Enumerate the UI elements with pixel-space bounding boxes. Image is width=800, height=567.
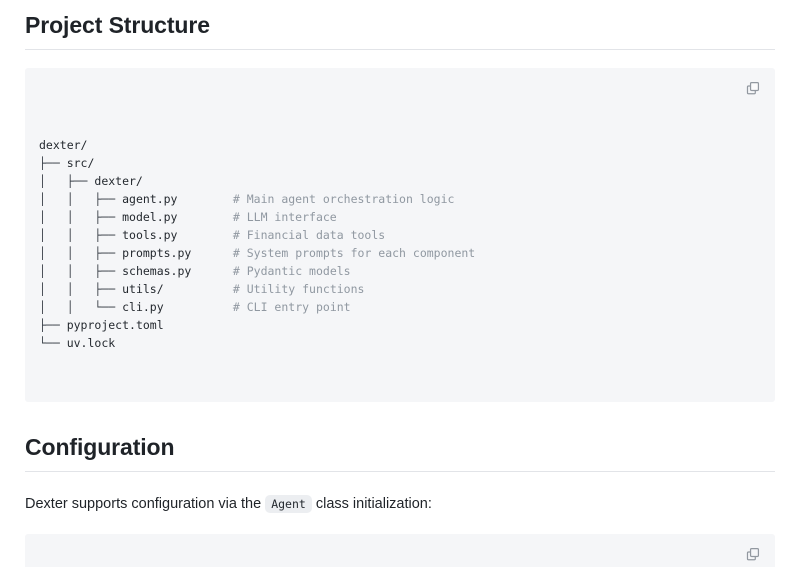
code-padding	[191, 246, 233, 260]
code-block-project-structure: dexter/├── src/│ ├── dexter/│ │ ├── agen…	[25, 67, 775, 402]
code-padding	[177, 192, 232, 206]
code-block-configuration: from dexter.agent import Agent agent = A…	[25, 533, 775, 567]
code-line: dexter/	[39, 136, 759, 154]
heading-divider	[25, 470, 775, 472]
code-line: │ │ ├── prompts.py # System prompts for …	[39, 244, 759, 262]
tree-branch-glyph: ├──	[39, 317, 67, 332]
tree-node-name: utils/	[122, 281, 164, 296]
copy-icon[interactable]	[742, 543, 764, 565]
tree-branch-glyph: │ │ ├──	[39, 245, 123, 260]
tree-node-name: src/	[66, 155, 95, 170]
tree-node-name: uv.lock	[66, 335, 116, 350]
tree-branch-glyph: │ │ ├──	[39, 209, 123, 224]
tree-node-name: tools.py	[122, 227, 178, 242]
tree-node-name: pyproject.toml	[66, 317, 164, 332]
section-spacer	[25, 402, 775, 422]
page-title: Project Structure	[25, 12, 210, 38]
inline-code-agent: Agent	[265, 494, 312, 513]
tree-node-name: dexter/	[94, 173, 143, 188]
tree-node-name: cli.py	[122, 299, 164, 314]
code-comment: # LLM interface	[232, 209, 337, 224]
code-padding	[191, 264, 233, 278]
code-line: │ ├── dexter/	[39, 172, 759, 190]
configuration-description: Dexter supports configuration via the Ag…	[25, 472, 775, 516]
description-text-after: class initialization:	[311, 495, 432, 512]
tree-node-name: model.py	[122, 209, 178, 224]
tree-branch-glyph: │ │ ├──	[39, 281, 123, 296]
code-line: │ │ ├── model.py # LLM interface	[39, 208, 759, 226]
code-comment: # Main agent orchestration logic	[232, 191, 455, 206]
code-comment: # CLI entry point	[232, 299, 351, 314]
code-line: ├── pyproject.toml	[39, 316, 759, 334]
tree-branch-glyph: │ ├──	[39, 173, 95, 188]
tree-branch-glyph: ├──	[39, 155, 67, 170]
code-comment: # Pydantic models	[232, 263, 351, 278]
tree-branch-glyph: │ │ ├──	[39, 191, 123, 206]
tree-node-name: schemas.py	[122, 263, 192, 278]
section-title-configuration: Configuration	[25, 433, 175, 460]
code-comment: # System prompts for each component	[232, 245, 476, 260]
code-comment: # Utility functions	[232, 281, 365, 296]
code-padding	[164, 300, 233, 314]
code-padding	[177, 228, 232, 242]
code-padding	[164, 282, 233, 296]
code-line: ├── src/	[39, 154, 759, 172]
code-line: │ │ ├── tools.py # Financial data tools	[39, 226, 759, 244]
tree-branch-glyph: │ │ ├──	[39, 263, 123, 278]
tree-branch-glyph: │ │ ├──	[39, 227, 123, 242]
tree-node-name: prompts.py	[122, 245, 192, 260]
tree-node-name: dexter/	[39, 137, 88, 152]
code-line: │ │ └── cli.py # CLI entry point	[39, 298, 759, 316]
code-line: │ │ ├── utils/ # Utility functions	[39, 280, 759, 298]
code-line: └── uv.lock	[39, 334, 759, 352]
tree-branch-glyph: │ │ └──	[39, 299, 123, 314]
copy-icon[interactable]	[742, 77, 764, 99]
code-line: │ │ ├── agent.py # Main agent orchestrat…	[39, 190, 759, 208]
code-comment: # Financial data tools	[232, 227, 386, 242]
tree-branch-glyph: └──	[39, 335, 67, 350]
code-padding	[177, 210, 232, 224]
tree-node-name: agent.py	[122, 191, 178, 206]
description-text-before: Dexter supports configuration via the	[25, 495, 266, 512]
code-content: dexter/├── src/│ ├── dexter/│ │ ├── agen…	[39, 136, 759, 352]
heading-divider	[25, 48, 775, 50]
code-line: │ │ ├── schemas.py # Pydantic models	[39, 262, 759, 280]
